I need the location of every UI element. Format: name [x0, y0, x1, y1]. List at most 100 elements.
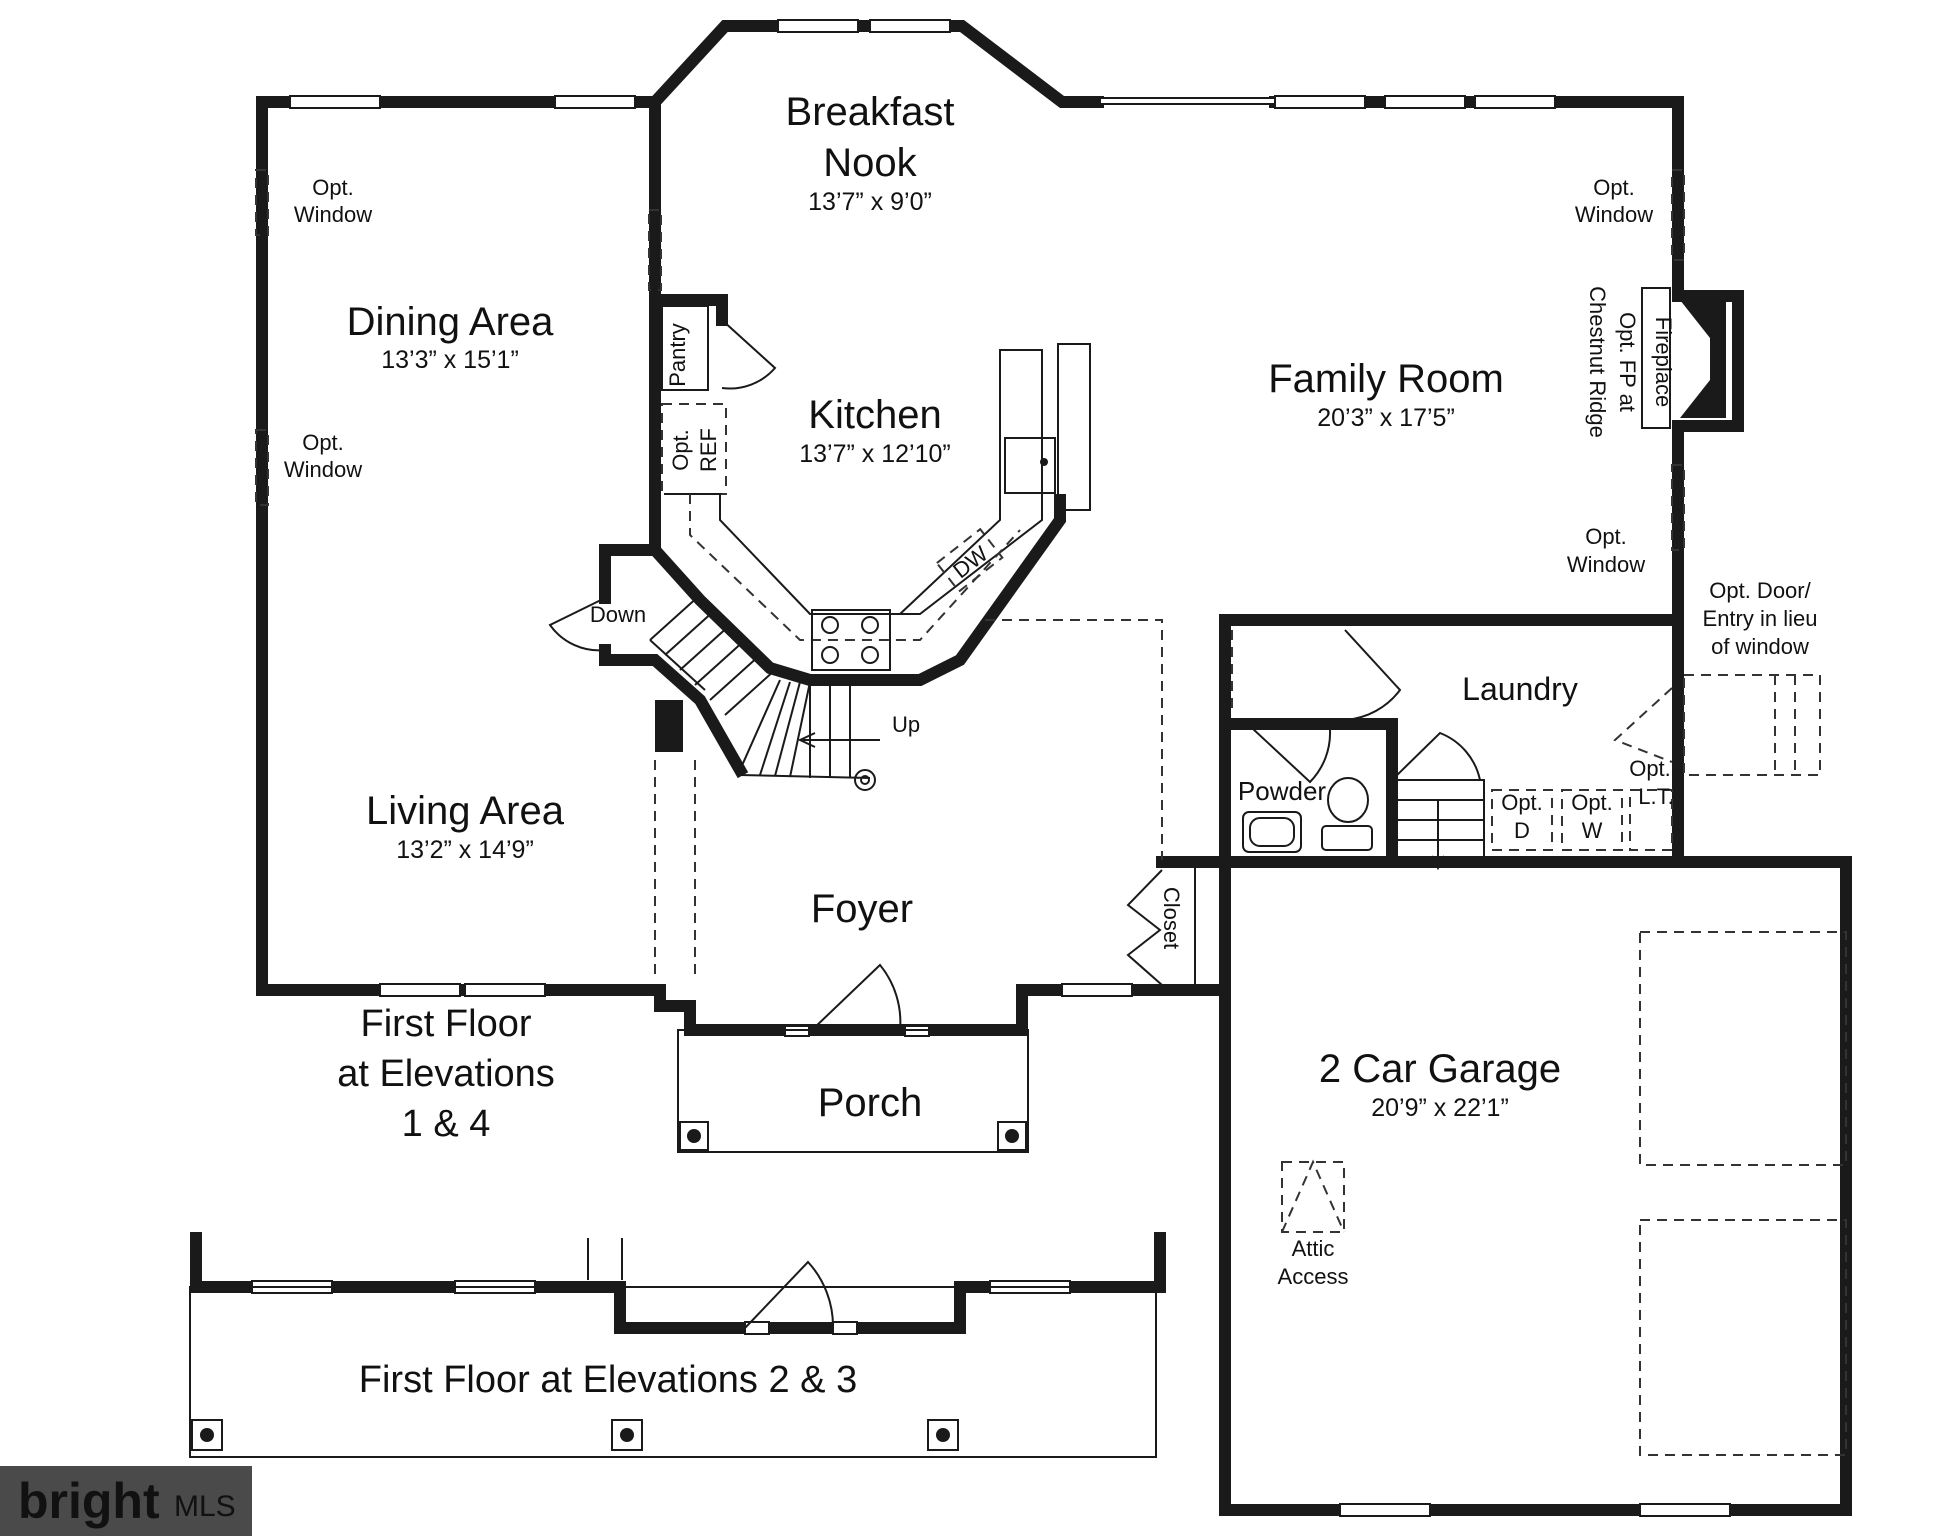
- family-room-size: 20’3” x 17’5”: [1317, 404, 1455, 432]
- porch-label: Porch: [818, 1081, 923, 1125]
- windows: [255, 19, 1731, 1517]
- fireplace-wall: [1672, 290, 1744, 432]
- opt-window-label: Opt.: [302, 430, 344, 455]
- optional-exterior-steps: [1683, 674, 1821, 776]
- living-area-label: Living Area: [366, 789, 565, 833]
- kitchen-counter: [664, 349, 1043, 615]
- wraparound-porch: [189, 1286, 1157, 1458]
- logo-brand-text: bright: [18, 1473, 160, 1529]
- opt-fp-label: Opt. FP at: [1615, 312, 1640, 412]
- burner-icon: [821, 646, 839, 664]
- window: [1061, 983, 1133, 997]
- opt-ref-label: Opt.: [668, 429, 693, 471]
- toilet-icon: [1327, 777, 1369, 823]
- opt-door-label-3: of window: [1711, 634, 1809, 659]
- opt-door-label-2: Entry in lieu: [1703, 606, 1818, 631]
- porch: [677, 1029, 1029, 1153]
- optional-door-swing: [1613, 687, 1673, 763]
- family-room-label: Family Room: [1268, 357, 1504, 401]
- elevation-2-3-caption: First Floor at Elevations 2 & 3: [359, 1359, 857, 1401]
- dryer-label: D: [1514, 818, 1530, 843]
- bright-mls-logo: bright MLS: [0, 1466, 252, 1536]
- foyer-south-wall: [654, 984, 1231, 1036]
- window: [379, 983, 461, 997]
- opt-window-label: Opt.: [1593, 175, 1635, 200]
- elevation-1-4-caption: First Floor: [361, 1003, 532, 1045]
- opt-tub-label: Opt.: [1629, 756, 1671, 781]
- attic-access-hatch: [1281, 1161, 1345, 1233]
- garage-label: 2 Car Garage: [1319, 1047, 1561, 1091]
- optional-washer: [1561, 789, 1623, 851]
- garage-entry-door: [1391, 731, 1481, 781]
- kitchen-west-wall: [649, 96, 728, 326]
- stair-enclosure-wall: [599, 494, 1066, 686]
- opt-window-label: Opt.: [1585, 524, 1627, 549]
- vanity-sink-icon: [1242, 811, 1302, 853]
- kitchen-sink-icon: [1004, 437, 1056, 494]
- attic-access-symbol: [1281, 1159, 1345, 1233]
- elevation-front-door: [744, 1260, 835, 1329]
- window-label: Window: [294, 202, 372, 227]
- window-label: Window: [1575, 202, 1653, 227]
- fireplace-box: [1680, 300, 1726, 418]
- laundry-door: [1344, 629, 1402, 721]
- logo-background: [0, 1466, 252, 1536]
- exterior-walls: [256, 20, 1744, 1036]
- optional-window: [648, 209, 662, 291]
- optional-refrigerator: [661, 403, 727, 495]
- counter-edge: [689, 494, 1021, 641]
- chestnut-ridge-label: Chestnut Ridge: [1585, 286, 1610, 438]
- pantry-box: [661, 305, 709, 391]
- kitchen-island-counter: [1057, 343, 1091, 511]
- window: [289, 95, 381, 109]
- opt-dryer-label: Opt.: [1501, 790, 1543, 815]
- stair-landing-wall-2: [599, 644, 749, 779]
- room-labels: Breakfast Nook 13’7” x 9’0” Dining Area …: [347, 90, 1578, 1125]
- living-area-size: 13’2” x 14’9”: [396, 836, 534, 864]
- optional-dryer: [1491, 789, 1553, 851]
- west-wall: [256, 96, 666, 1012]
- optional-window: [1671, 464, 1685, 551]
- family-room-east-wall: [1219, 420, 1684, 626]
- window: [1474, 95, 1556, 109]
- cooktop-icon: [811, 609, 891, 671]
- stair-newel: [655, 700, 683, 752]
- garage-door-1: [1639, 931, 1847, 1166]
- window: [464, 983, 546, 997]
- breakfast-nook-label: Breakfast: [786, 90, 955, 134]
- pantry-label: Pantry: [665, 323, 690, 387]
- closet-door: [1126, 869, 1163, 986]
- powder-door: [1251, 727, 1332, 784]
- burner-icon: [821, 616, 839, 634]
- burner-icon: [861, 646, 879, 664]
- foyer-label: Foyer: [811, 887, 913, 931]
- captions: First Floor at Elevations 1 & 4 First Fl…: [337, 1003, 857, 1401]
- breakfast-nook-size: 13’7” x 9’0”: [808, 188, 932, 216]
- dining-area-label: Dining Area: [347, 300, 555, 344]
- faucet-icon: [1040, 458, 1048, 466]
- window-label: Window: [284, 457, 362, 482]
- garage-door-2: [1639, 1219, 1847, 1456]
- burner-icon: [861, 616, 879, 634]
- opt-door-label: Opt. Door/: [1709, 578, 1811, 603]
- window-label: Window: [1567, 552, 1645, 577]
- opt-window-label: Opt.: [312, 175, 354, 200]
- interior-details: [548, 287, 1821, 1037]
- garage-size: 20’9” x 22’1”: [1371, 1094, 1509, 1122]
- access-label: Access: [1278, 1264, 1349, 1289]
- foyer-opening: [985, 619, 1163, 860]
- kitchen-label: Kitchen: [808, 393, 941, 437]
- sliding-door: [1099, 97, 1276, 105]
- optional-laundry-tub: [1629, 789, 1673, 851]
- optional-window: [255, 169, 269, 236]
- window: [777, 19, 859, 33]
- kitchen-size: 13’7” x 12’10”: [799, 440, 950, 468]
- dishwasher-box: [935, 527, 1004, 593]
- window: [1384, 95, 1466, 109]
- porch-column: [679, 1121, 709, 1151]
- fireplace-hearth: [1641, 287, 1671, 429]
- logo-mls-text: MLS: [174, 1490, 236, 1523]
- optional-window: [255, 429, 269, 506]
- window: [1339, 1503, 1431, 1517]
